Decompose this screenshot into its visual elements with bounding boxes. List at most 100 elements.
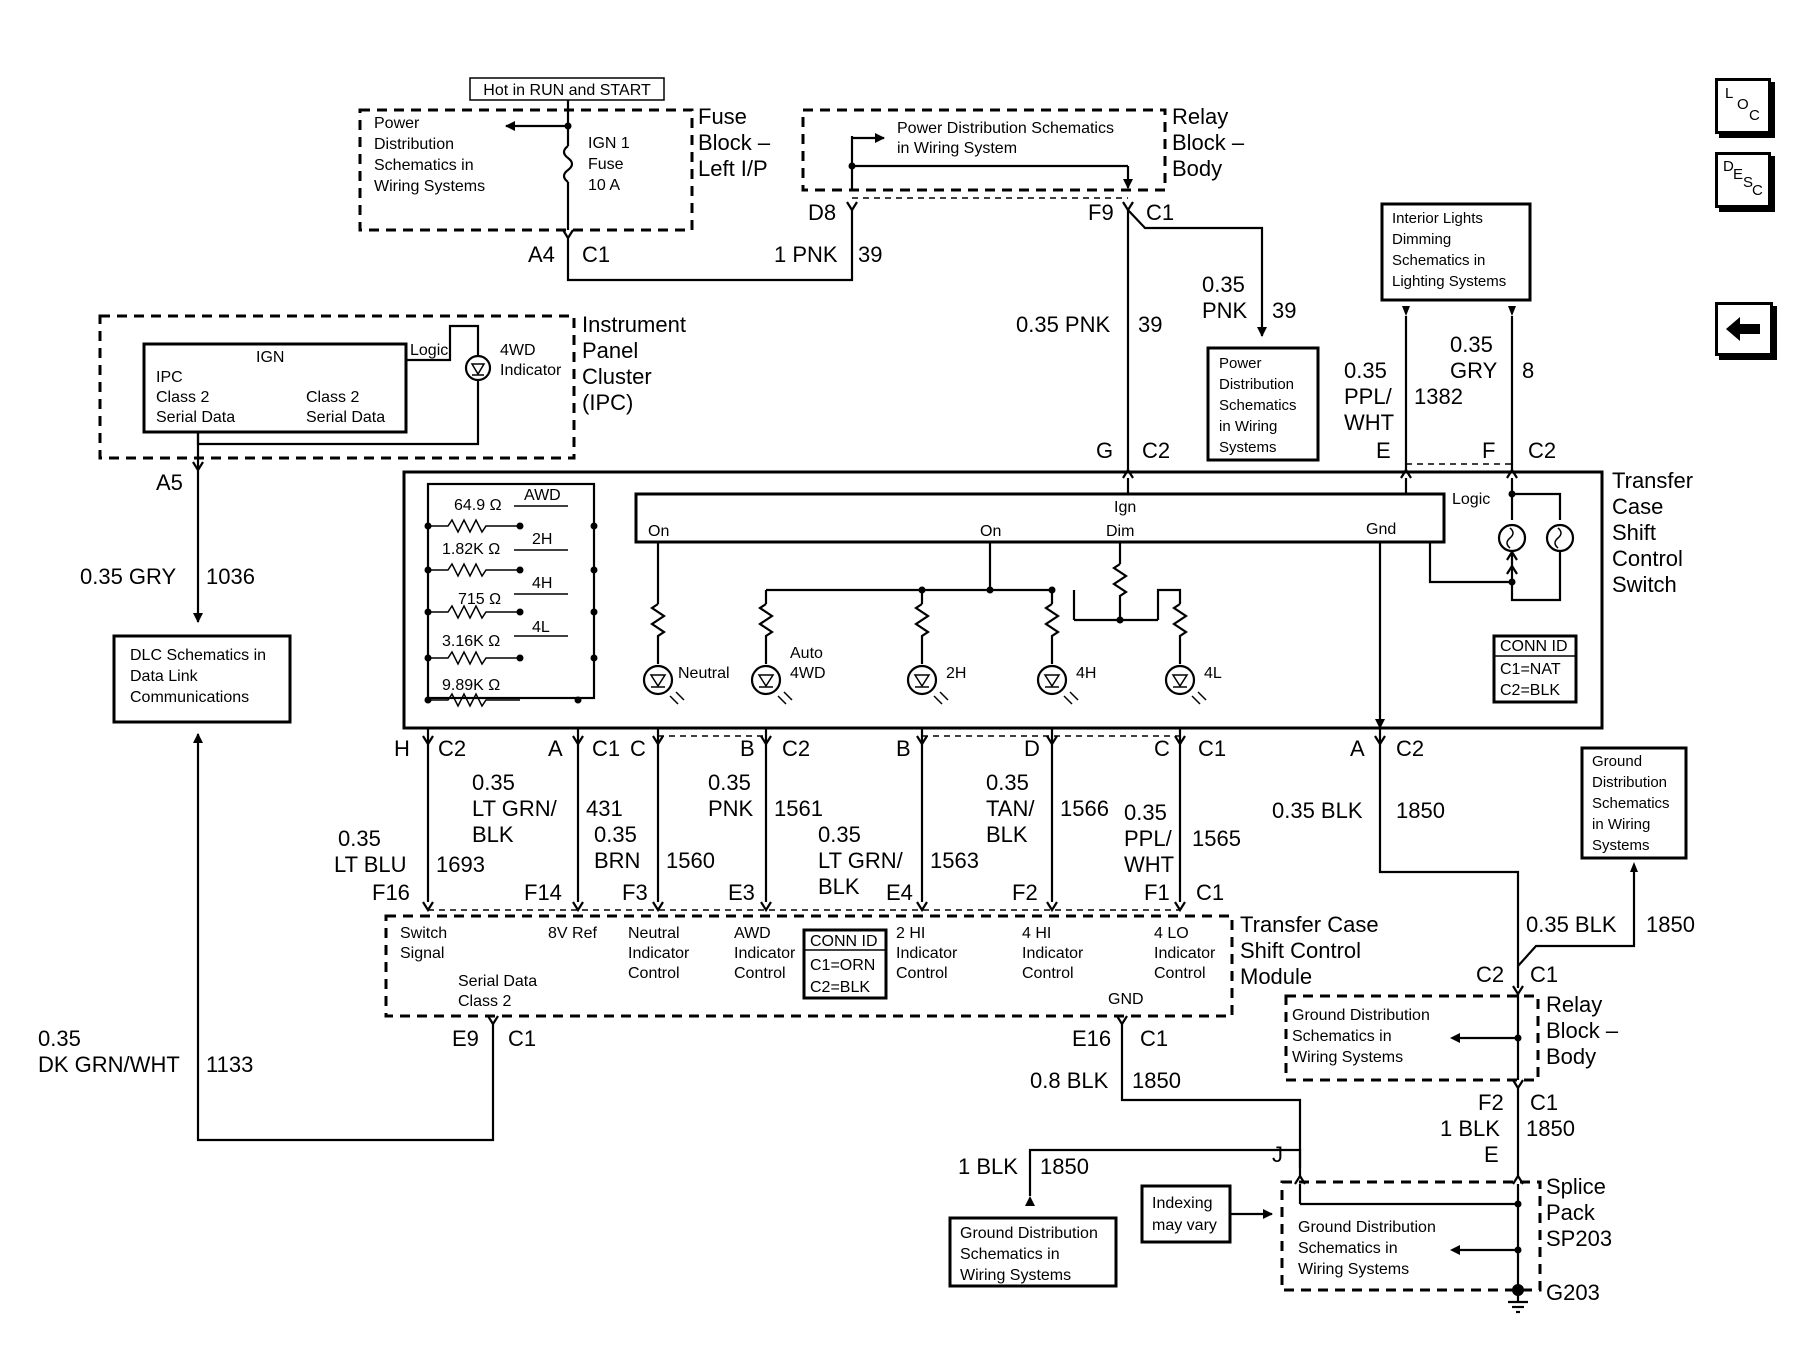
svg-text:Control: Control	[734, 965, 786, 982]
svg-text:D: D	[1024, 736, 1040, 761]
svg-text:G203: G203	[1546, 1280, 1600, 1305]
svg-text:Ign: Ign	[1114, 499, 1136, 516]
svg-text:IGN: IGN	[256, 349, 284, 366]
svg-text:F: F	[1482, 438, 1495, 463]
svg-text:F9: F9	[1088, 200, 1114, 225]
splice-pack: J E Ground Distribution Schematics in Wi…	[1272, 1142, 1612, 1314]
svg-text:A5: A5	[156, 470, 183, 495]
svg-text:39: 39	[1138, 312, 1162, 337]
svg-text:Block –: Block –	[1546, 1018, 1619, 1043]
svg-text:Ground Distribution: Ground Distribution	[1298, 1219, 1436, 1236]
svg-text:Gnd: Gnd	[1366, 521, 1396, 538]
svg-text:3.16K Ω: 3.16K Ω	[442, 633, 500, 650]
svg-text:F2: F2	[1012, 880, 1038, 905]
svg-text:F3: F3	[622, 880, 648, 905]
svg-text:4 HI: 4 HI	[1022, 925, 1051, 942]
svg-text:Data Link: Data Link	[130, 668, 199, 685]
back-button[interactable]	[1715, 302, 1773, 356]
svg-text:0.35: 0.35	[338, 826, 381, 851]
svg-text:BRN: BRN	[594, 848, 640, 873]
svg-text:WHT: WHT	[1344, 410, 1394, 435]
svg-text:1850: 1850	[1646, 912, 1695, 937]
desc-letter-c: C	[1752, 182, 1763, 199]
transfer-case-shift-control-switch: Transfer Case Shift Control Switch G C2 …	[402, 438, 1693, 730]
svg-text:Power: Power	[1219, 355, 1262, 372]
svg-text:9.89K Ω: 9.89K Ω	[442, 677, 500, 694]
svg-text:1561: 1561	[774, 796, 823, 821]
svg-text:Module: Module	[1240, 964, 1312, 989]
svg-text:BLK: BLK	[472, 822, 514, 847]
svg-text:0.35 BLK: 0.35 BLK	[1272, 798, 1363, 823]
svg-text:PNK: PNK	[708, 796, 754, 821]
desc-letter-e: E	[1733, 166, 1744, 183]
svg-text:715 Ω: 715 Ω	[458, 591, 501, 608]
svg-text:8V Ref: 8V Ref	[548, 925, 597, 942]
svg-text:Control: Control	[896, 965, 948, 982]
svg-text:Shift Control: Shift Control	[1240, 938, 1361, 963]
svg-text:C2: C2	[782, 736, 810, 761]
svg-text:C2: C2	[1142, 438, 1170, 463]
svg-text:Neutral: Neutral	[678, 665, 730, 682]
svg-text:Indicator: Indicator	[734, 945, 796, 962]
svg-text:WHT: WHT	[1124, 852, 1174, 877]
svg-text:Signal: Signal	[400, 945, 444, 962]
svg-text:64.9 Ω: 64.9 Ω	[454, 497, 502, 514]
svg-text:LT GRN/: LT GRN/	[472, 796, 558, 821]
svg-text:0.35: 0.35	[1344, 358, 1387, 383]
loc-letter-o: O	[1737, 96, 1749, 113]
svg-text:2H: 2H	[946, 665, 966, 682]
loc-button[interactable]: L O C	[1715, 78, 1771, 134]
svg-text:Control: Control	[1154, 965, 1206, 982]
svg-text:Block –: Block –	[698, 130, 771, 155]
svg-text:CONN ID: CONN ID	[1500, 638, 1568, 655]
svg-text:1 BLK: 1 BLK	[958, 1154, 1018, 1179]
svg-text:0.35 GRY: 0.35 GRY	[80, 564, 177, 589]
svg-text:F14: F14	[524, 880, 562, 905]
svg-text:Instrument: Instrument	[582, 312, 686, 337]
svg-text:4L: 4L	[1204, 665, 1222, 682]
svg-text:Ground: Ground	[1592, 753, 1642, 770]
svg-text:C2: C2	[438, 736, 466, 761]
svg-text:Interior Lights: Interior Lights	[1392, 210, 1483, 227]
loc-letter-c: C	[1749, 107, 1760, 124]
svg-text:B: B	[740, 736, 755, 761]
svg-text:Schematics in: Schematics in	[960, 1246, 1060, 1263]
svg-text:C: C	[630, 736, 646, 761]
svg-text:in Wiring: in Wiring	[1592, 816, 1650, 833]
svg-text:DLC Schematics in: DLC Schematics in	[130, 647, 266, 664]
svg-text:C2: C2	[1476, 962, 1504, 987]
svg-text:4WD: 4WD	[790, 665, 826, 682]
svg-text:Class 2: Class 2	[458, 993, 511, 1010]
svg-text:A: A	[1350, 736, 1365, 761]
svg-text:Logic: Logic	[1452, 491, 1490, 508]
svg-text:Indicator: Indicator	[896, 945, 958, 962]
svg-text:Auto: Auto	[790, 645, 823, 662]
svg-text:E9: E9	[452, 1026, 479, 1051]
svg-text:C2=BLK: C2=BLK	[1500, 682, 1560, 699]
svg-text:Systems: Systems	[1219, 439, 1277, 456]
svg-text:C1=NAT: C1=NAT	[1500, 661, 1561, 678]
svg-text:On: On	[980, 523, 1001, 540]
svg-text:Control: Control	[628, 965, 680, 982]
svg-text:A4: A4	[528, 242, 555, 267]
svg-text:0.35 PNK: 0.35 PNK	[1016, 312, 1110, 337]
svg-text:Communications: Communications	[130, 689, 249, 706]
svg-text:1563: 1563	[930, 848, 979, 873]
svg-text:Relay: Relay	[1546, 992, 1602, 1017]
svg-text:C2=BLK: C2=BLK	[810, 979, 870, 996]
svg-text:10 A: 10 A	[588, 177, 620, 194]
svg-text:Wiring Systems: Wiring Systems	[1298, 1261, 1409, 1278]
desc-letter-d: D	[1723, 158, 1734, 175]
svg-text:Control: Control	[1612, 546, 1683, 571]
svg-text:Wiring Systems: Wiring Systems	[960, 1267, 1071, 1284]
svg-text:CONN ID: CONN ID	[810, 933, 878, 950]
desc-button[interactable]: D E S C	[1715, 152, 1771, 208]
svg-text:1036: 1036	[206, 564, 255, 589]
svg-text:Dimming: Dimming	[1392, 231, 1451, 248]
svg-text:Transfer: Transfer	[1612, 468, 1693, 493]
svg-text:431: 431	[586, 796, 623, 821]
svg-text:Schematics in: Schematics in	[1392, 252, 1485, 269]
svg-text:1693: 1693	[436, 852, 485, 877]
svg-text:0.35: 0.35	[708, 770, 751, 795]
